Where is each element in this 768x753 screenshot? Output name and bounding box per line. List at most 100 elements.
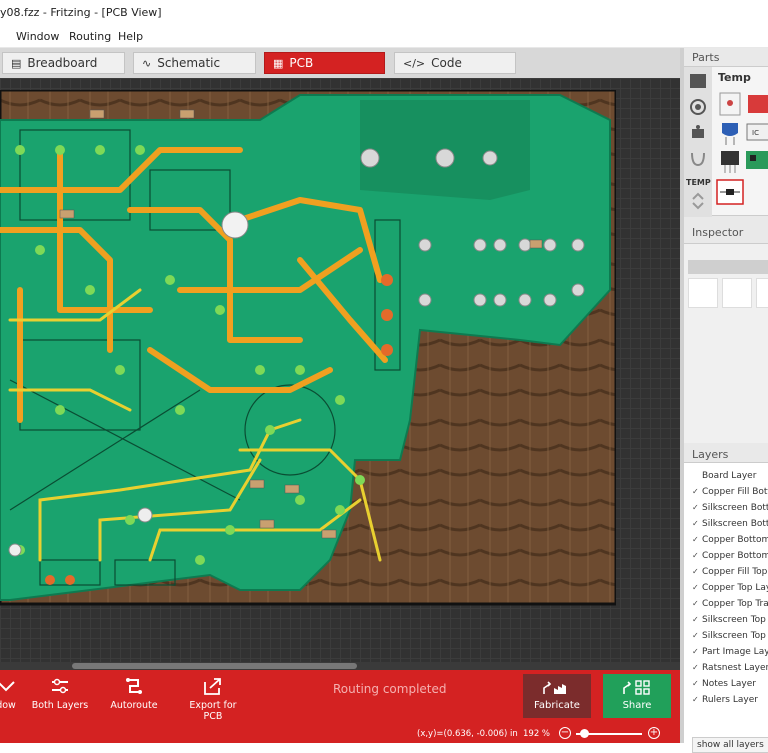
- layer-checkbox[interactable]: ✓: [692, 663, 699, 672]
- layer-item[interactable]: ✓Rulers Layer: [692, 695, 758, 705]
- zoom-level: 192 %: [523, 729, 551, 739]
- layer-checkbox[interactable]: ✓: [692, 679, 699, 688]
- autoroute-button[interactable]: Autoroute: [104, 676, 164, 711]
- tab-schematic[interactable]: ∿ Schematic: [133, 52, 256, 74]
- inspector-title-bar: [688, 260, 768, 274]
- layer-item[interactable]: ✓Part Image Layer: [692, 647, 768, 657]
- layer-item[interactable]: ✓Copper Fill Top L: [692, 567, 768, 577]
- wire-bin-icon[interactable]: [688, 149, 708, 169]
- pcb-icon: ▦: [273, 56, 284, 70]
- layer-checkbox[interactable]: ✓: [692, 647, 699, 656]
- layer-item[interactable]: ✓Silkscreen Top (F: [692, 631, 768, 641]
- parts-bin-list: TEMP: [684, 67, 712, 217]
- layer-label: Rulers Layer: [702, 695, 758, 705]
- inspector-panel-title: Inspector: [692, 226, 744, 239]
- layer-label: Board Layer: [702, 471, 757, 481]
- tab-breadboard-label: Breadboard: [27, 56, 98, 70]
- layer-label: Silkscreen Botto: [702, 503, 768, 513]
- layer-checkbox[interactable]: ✓: [692, 487, 699, 496]
- scrollbar-thumb[interactable]: [72, 663, 357, 669]
- layer-item[interactable]: ✓Copper Fill Botto: [692, 487, 768, 497]
- autoroute-label: Autoroute: [110, 700, 158, 711]
- layer-checkbox[interactable]: ✓: [692, 519, 699, 528]
- schematic-icon: ∿: [142, 56, 152, 70]
- inspector-schematic-preview: [722, 278, 752, 308]
- layer-label: Copper Top Laye: [702, 583, 768, 593]
- both-layers-button[interactable]: Both Layers: [30, 676, 90, 711]
- zoom-slider[interactable]: [576, 733, 642, 735]
- part-relay[interactable]: [716, 91, 744, 117]
- layer-checkbox[interactable]: ✓: [692, 551, 699, 560]
- scroll-arrows-icon[interactable]: [688, 191, 708, 211]
- autoroute-icon: [126, 678, 142, 694]
- temp-bin-side-label: TEMP: [686, 178, 711, 187]
- menu-routing[interactable]: Routing: [69, 30, 112, 43]
- zoom-in-icon[interactable]: +: [648, 727, 660, 739]
- menu-bar: Window Routing Help: [0, 26, 768, 48]
- search-bin-icon[interactable]: [688, 71, 708, 91]
- layer-item[interactable]: ✓Copper Bottom L: [692, 535, 768, 545]
- layer-checkbox[interactable]: ✓: [692, 535, 699, 544]
- layer-label: Silkscreen Top La: [702, 615, 768, 625]
- layer-item[interactable]: ✓Copper Bottom T: [692, 551, 768, 561]
- show-all-layers-checkbox[interactable]: show all layers: [692, 737, 768, 753]
- layers-panel-title: Layers: [692, 448, 729, 461]
- layer-checkbox[interactable]: ✓: [692, 631, 699, 640]
- layer-checkbox[interactable]: ✓: [692, 615, 699, 624]
- title-bar: y08.fzz - Fritzing - [PCB View]: [0, 0, 768, 26]
- tab-schematic-label: Schematic: [157, 56, 221, 70]
- part-capacitor[interactable]: [716, 119, 744, 145]
- part-ic[interactable]: IC: [744, 119, 768, 145]
- layer-item[interactable]: ✓Silkscreen Botto: [692, 519, 768, 529]
- menu-window[interactable]: Window: [16, 30, 60, 43]
- part-resistor[interactable]: [716, 179, 744, 205]
- layer-item[interactable]: ✓Copper Top Trac: [692, 599, 768, 609]
- layer-label: Copper Fill Top L: [702, 567, 768, 577]
- layer-checkbox[interactable]: ✓: [692, 567, 699, 576]
- menu-help[interactable]: Help: [118, 30, 144, 43]
- layer-item[interactable]: Board Layer: [692, 471, 756, 481]
- view-from-below-label: dow: [0, 700, 16, 711]
- bottom-toolbar: dow Both Layers Autoroute Export for PCB…: [0, 670, 680, 726]
- view-tab-bar: ▤ Breadboard ∿ Schematic ▦ PCB </> Code: [0, 48, 680, 78]
- parts-panel-title: Parts: [692, 51, 720, 64]
- horizontal-scrollbar[interactable]: [0, 662, 680, 670]
- share-label: Share: [622, 700, 652, 711]
- fabricate-button[interactable]: Fabricate: [523, 674, 591, 718]
- part-red-button[interactable]: [744, 91, 768, 117]
- tab-code[interactable]: </> Code: [394, 52, 516, 74]
- view-from-below-icon: [0, 681, 15, 692]
- layer-checkbox[interactable]: ✓: [692, 583, 699, 592]
- export-for-pcb-label: Export for PCB: [189, 700, 237, 722]
- part-board[interactable]: [744, 147, 768, 173]
- both-layers-label: Both Layers: [31, 700, 89, 711]
- robot-bin-icon[interactable]: [688, 123, 708, 143]
- layer-item[interactable]: ✓Ratsnest Layer: [692, 663, 768, 673]
- part-regulator[interactable]: [716, 147, 744, 173]
- zoom-out-icon[interactable]: −: [559, 727, 571, 739]
- layer-label: Part Image Layer: [702, 647, 768, 657]
- layer-checkbox[interactable]: ✓: [692, 599, 699, 608]
- tab-breadboard[interactable]: ▤ Breadboard: [2, 52, 125, 74]
- share-button[interactable]: Share: [603, 674, 671, 718]
- layer-item[interactable]: ✓Silkscreen Top La: [692, 615, 768, 625]
- status-bar: (x,y)=(0.636, -0.006) in 192 % − +: [0, 726, 680, 743]
- svg-text:IC: IC: [752, 129, 759, 137]
- core-bin-icon[interactable]: [688, 97, 708, 117]
- layer-item[interactable]: ✓Notes Layer: [692, 679, 756, 689]
- tab-pcb[interactable]: ▦ PCB: [264, 52, 385, 74]
- layer-label: Copper Bottom T: [702, 551, 768, 561]
- layer-item[interactable]: ✓Copper Top Laye: [692, 583, 768, 593]
- parts-bin-title: Temp: [718, 71, 751, 84]
- pcb-canvas[interactable]: [0, 78, 680, 670]
- layer-label: Silkscreen Botto: [702, 519, 768, 529]
- code-icon: </>: [403, 56, 426, 70]
- zoom-slider-handle[interactable]: [580, 729, 589, 738]
- view-from-below-button[interactable]: dow: [0, 676, 18, 711]
- layer-label: Copper Top Trac: [702, 599, 768, 609]
- export-for-pcb-button[interactable]: Export for PCB: [180, 676, 246, 722]
- inspector-panel: [684, 243, 768, 443]
- layer-item[interactable]: ✓Silkscreen Botto: [692, 503, 768, 513]
- layer-checkbox[interactable]: ✓: [692, 695, 699, 704]
- layer-checkbox[interactable]: ✓: [692, 503, 699, 512]
